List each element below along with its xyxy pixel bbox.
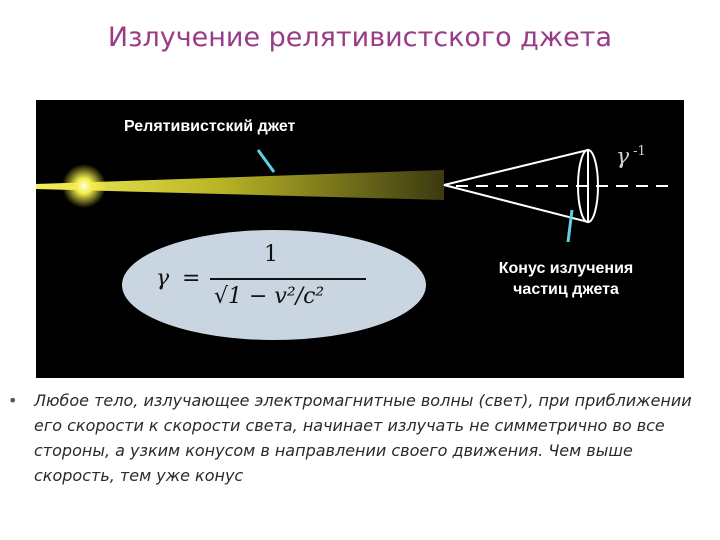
jet-beam	[36, 170, 444, 200]
cone-label-pointer	[566, 209, 574, 243]
jet-label: Релятивистский джет	[124, 118, 296, 135]
slide-title: Излучение релятивистского джета	[107, 22, 613, 53]
formula-denominator: √1 − v²/c²	[214, 284, 325, 309]
formula-ellipse	[122, 230, 426, 340]
bullet-item: • Любое тело, излучающее электромагнитны…	[8, 388, 708, 488]
cone-label-line1: Конус излучения	[498, 260, 634, 277]
bullet-text: Любое тело, излучающее электромагнитные …	[34, 391, 692, 485]
gamma-symbol: γ	[616, 144, 630, 170]
bullet-dot-icon: •	[8, 391, 18, 410]
gamma-exponent: -1	[633, 144, 646, 159]
jet-source-glow	[62, 164, 106, 208]
cone-label: Конус излучения частиц джета	[476, 258, 656, 300]
cone-label-line2: частиц джета	[513, 281, 619, 298]
jet-diagram-graphic	[36, 148, 676, 340]
formula-lhs: γ	[156, 266, 170, 291]
formula-numerator: 1	[264, 242, 278, 267]
gamma-minus-one-label: γ-1	[616, 144, 646, 169]
lorentz-factor-formula: γ = 1 √1 − v²/c²	[146, 228, 386, 338]
jet-diagram: Релятивистский джет γ-1 Конус излучения …	[36, 100, 684, 378]
formula-equals: =	[182, 266, 201, 291]
jet-label-pointer	[256, 149, 276, 173]
fraction-bar	[210, 278, 366, 280]
